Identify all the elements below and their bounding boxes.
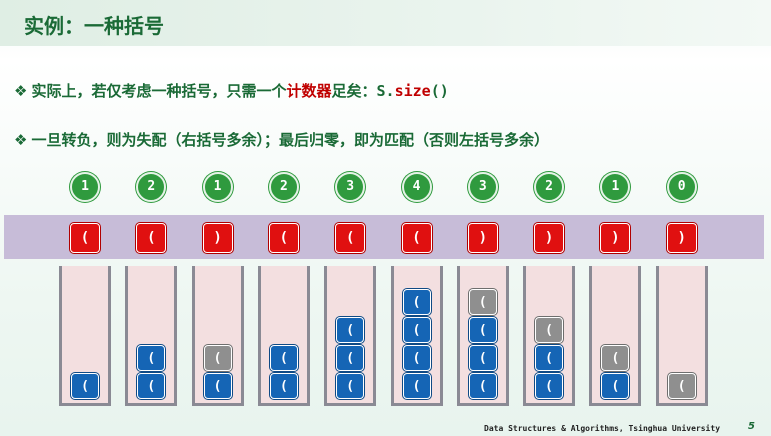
diamond-bullet-icon: ❖	[14, 131, 28, 149]
stack-paren: (	[137, 373, 166, 399]
input-paren: (	[70, 223, 100, 253]
footer-text: Data Structures & Algorithms, Tsinghua U…	[484, 424, 721, 433]
stack-paren: (	[601, 373, 630, 399]
stack-paren: (	[468, 345, 497, 371]
page-number: 5	[748, 421, 755, 432]
stack-paren: (	[402, 289, 431, 315]
stack-paren: (	[468, 317, 497, 343]
bullet-2-text: 一旦转负，则为失配（右括号多余）；最后归零，即为匹配（否则左括号多余）	[31, 131, 549, 149]
title-bar	[0, 0, 771, 46]
stack-paren: (	[535, 345, 564, 371]
stack-paren: (	[336, 345, 365, 371]
stack-column: (((	[523, 266, 576, 406]
stack-column: (	[655, 266, 708, 406]
bullet-1-text: 实际上，若仅考虑一种括号，只需一个	[31, 82, 287, 100]
counter-value: 1	[600, 172, 631, 202]
input-paren: )	[666, 223, 697, 253]
input-sequence-band	[4, 215, 764, 259]
counter-value: 2	[136, 172, 167, 202]
stack-column: ((((	[390, 266, 443, 406]
bullet-1-post: 足矣：	[331, 82, 377, 100]
counter-value: 0	[666, 172, 697, 202]
stack-paren: (	[336, 373, 365, 399]
input-paren: (	[401, 223, 432, 253]
stack-paren: (	[402, 373, 431, 399]
stack-column: ((	[191, 266, 244, 406]
counter-value: 3	[335, 172, 366, 202]
input-paren: )	[467, 223, 498, 253]
bullet-2: ❖一旦转负，则为失配（右括号多余）；最后归零，即为匹配（否则左括号多余）	[14, 129, 549, 150]
stack-paren: (	[71, 373, 99, 399]
stack-paren: (	[468, 373, 497, 399]
stack-paren: (	[336, 317, 365, 343]
bullet-1: ❖实际上，若仅考虑一种括号，只需一个计数器足矣：S.size()	[14, 80, 449, 101]
stack-column: ((	[257, 266, 310, 406]
diamond-bullet-icon: ❖	[14, 82, 28, 100]
stack-paren: (	[269, 345, 298, 371]
bullet-1-code: S.size()	[376, 82, 449, 100]
stack-paren: (	[535, 373, 564, 399]
counter-value: 2	[268, 172, 299, 202]
input-paren: (	[136, 223, 167, 253]
counter-value: 1	[70, 172, 100, 202]
input-paren: )	[534, 223, 565, 253]
counter-value: 2	[534, 172, 565, 202]
input-paren: )	[600, 223, 631, 253]
popped-paren: (	[535, 317, 564, 343]
popped-paren: (	[667, 373, 696, 399]
stack-column: (((	[324, 266, 377, 406]
slide-title: 实例：一种括号	[24, 14, 164, 38]
stack-paren: (	[203, 373, 232, 399]
input-paren: )	[202, 223, 233, 253]
stack-column: (	[59, 266, 111, 406]
counter-value: 1	[202, 172, 233, 202]
stack-paren: (	[402, 317, 431, 343]
stack-column: ((((	[456, 266, 509, 406]
stack-paren: (	[269, 373, 298, 399]
popped-paren: (	[468, 289, 497, 315]
counter-value: 3	[467, 172, 498, 202]
stack-paren: (	[137, 345, 166, 371]
input-paren: (	[335, 223, 366, 253]
popped-paren: (	[203, 345, 232, 371]
stack-column: ((	[589, 266, 642, 406]
popped-paren: (	[601, 345, 630, 371]
stack-column: ((	[125, 266, 178, 406]
bullet-1-highlight: 计数器	[286, 82, 332, 100]
input-paren: (	[268, 223, 299, 253]
stack-paren: (	[402, 345, 431, 371]
counter-value: 4	[401, 172, 432, 202]
